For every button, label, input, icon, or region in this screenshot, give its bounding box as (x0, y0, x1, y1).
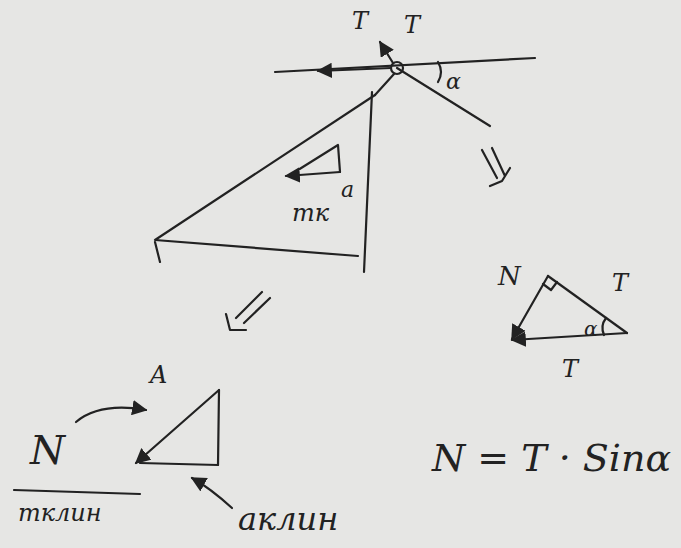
rope (397, 68, 490, 126)
sketch-label: α (446, 70, 461, 94)
double-arrow (226, 292, 270, 330)
wedge (155, 95, 375, 256)
right-angle (543, 282, 557, 290)
sketch-label: N = T · Sinα (432, 438, 671, 480)
sketch-label: T (562, 356, 578, 382)
double-arrow (482, 148, 510, 186)
fraction-line (14, 490, 140, 494)
sketch-label: T (404, 12, 420, 38)
accel-arrow (286, 172, 340, 176)
angle-arc (602, 318, 606, 335)
sketch-label: N (30, 428, 65, 472)
sketch-label: N (498, 262, 521, 291)
sketch-label: T (352, 8, 368, 34)
tension-arrow (380, 42, 393, 63)
tension-arrow (318, 68, 391, 71)
sketch-label: a (341, 178, 354, 202)
sketch-label: T (612, 270, 628, 296)
sketch-label: mк (292, 200, 329, 226)
accel-triangle (140, 463, 218, 465)
tension-arrow (512, 333, 627, 340)
angle-arc (438, 62, 441, 82)
accel-arrow (136, 390, 219, 463)
sketch-label: A (150, 362, 167, 388)
wedge (364, 92, 372, 272)
wedge-tick (155, 242, 160, 262)
sketch-label: mклин (18, 500, 102, 526)
accel-triangle (218, 390, 219, 465)
sketch-label: α (584, 318, 598, 340)
pointer-arrow (76, 408, 146, 422)
sketch-label: aклин (238, 502, 338, 537)
pointer-arrow (192, 478, 232, 508)
horizontal-line (275, 58, 535, 72)
rope (375, 74, 394, 95)
accel-triangle (290, 145, 340, 175)
